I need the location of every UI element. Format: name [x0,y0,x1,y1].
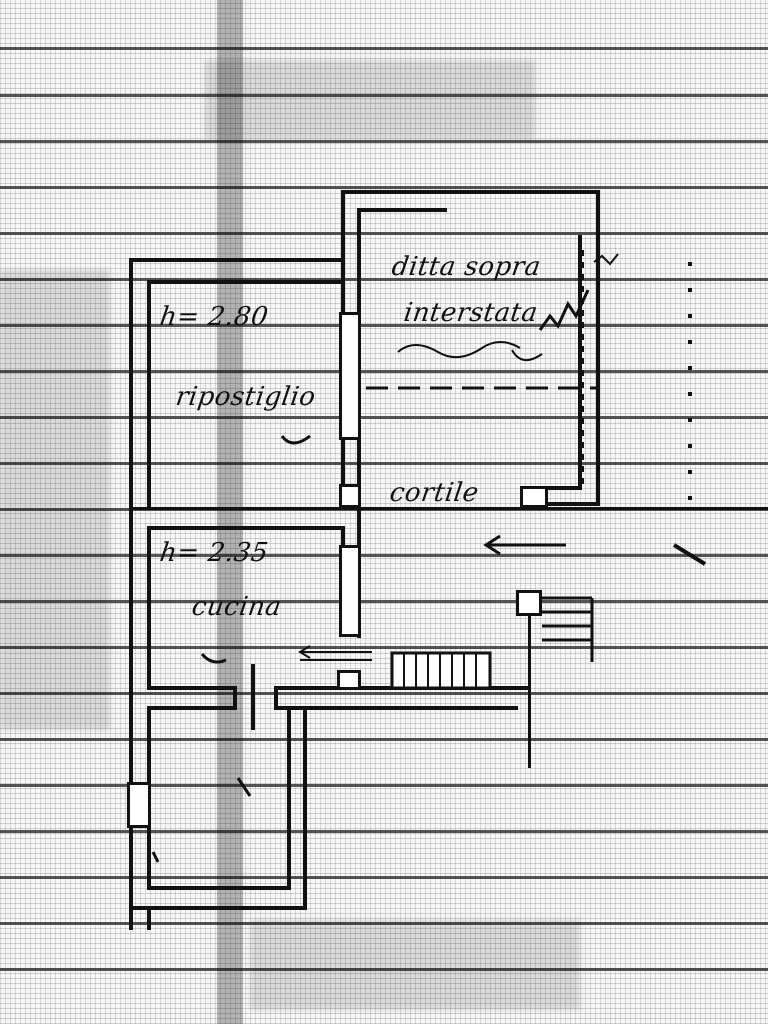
cucina-height-label: h= 2.35 [157,538,271,568]
entry-arrow-icon [298,645,372,661]
pillar [516,590,542,616]
paper-rule [0,600,768,603]
door-swing [236,777,252,797]
interior-wall [147,526,151,690]
window [127,782,151,828]
ripostiglio-room-label: ripostiglio [173,382,318,412]
interior-wall [274,706,518,710]
paper-rule [0,462,768,465]
interior-wall [147,280,342,284]
external-stair [542,596,594,662]
paper-rule [0,324,768,327]
interior-wall [357,208,447,212]
paper-rule [0,830,768,833]
outer-wall [341,190,599,194]
outer-wall [129,258,133,930]
paper-rule [0,646,768,649]
scribble [538,289,590,331]
courtyard-label: cortile [387,478,481,508]
interior-wall [274,686,278,710]
window [339,484,361,508]
scribble [511,349,543,361]
interior-wall [303,706,307,910]
outer-wall [129,906,307,910]
interior-wall [287,706,291,890]
annotation-line-1: ditta sopra [389,252,543,282]
scribble [397,341,521,359]
door-swing [280,434,311,445]
window [339,312,361,440]
paper-rule [0,968,768,971]
interior-wall [147,886,291,890]
paper-rule [0,186,768,189]
paper-rule [0,370,768,373]
interior-wall [545,502,600,506]
scribble [593,253,619,266]
paper-rule [0,784,768,787]
tick-mark [672,543,707,566]
pillar [520,486,548,508]
paper-rule [0,140,768,143]
outer-wall [596,190,600,506]
door-jamb [251,664,255,730]
paper-rule [0,692,768,695]
paper-fold [217,0,243,1024]
window [337,670,361,690]
direction-arrow-icon [483,534,566,556]
paper-rule [0,416,768,419]
paper-rule [0,738,768,741]
paper-rule [0,876,768,879]
cucina-room-label: cucina [189,592,284,622]
outer-wall [129,258,344,262]
interior-wall [147,526,343,530]
door-swing [151,851,160,863]
paper-rule [0,232,768,235]
interior-wall [147,686,237,690]
ripostiglio-height-label: h= 2.80 [157,302,271,332]
stair-tread-lines [403,653,477,688]
boundary-line [129,507,768,510]
door-swing [200,652,227,664]
paper-rule [0,278,768,281]
scan-smudge [0,270,110,730]
scan-smudge [205,60,535,140]
annotation-line-2: interstata [401,298,540,328]
interior-wall [545,486,581,490]
interior-wall [578,235,582,490]
paper-rule [0,47,768,50]
paper-rule [0,922,768,925]
window [339,545,361,637]
interior-wall [147,706,237,710]
paper-rule [0,94,768,97]
paper-rule [0,554,768,557]
scan-smudge [250,920,580,1010]
outer-wall [147,280,151,510]
boundary-line [528,590,531,768]
outer-wall [147,906,151,930]
door-jamb [233,686,237,710]
